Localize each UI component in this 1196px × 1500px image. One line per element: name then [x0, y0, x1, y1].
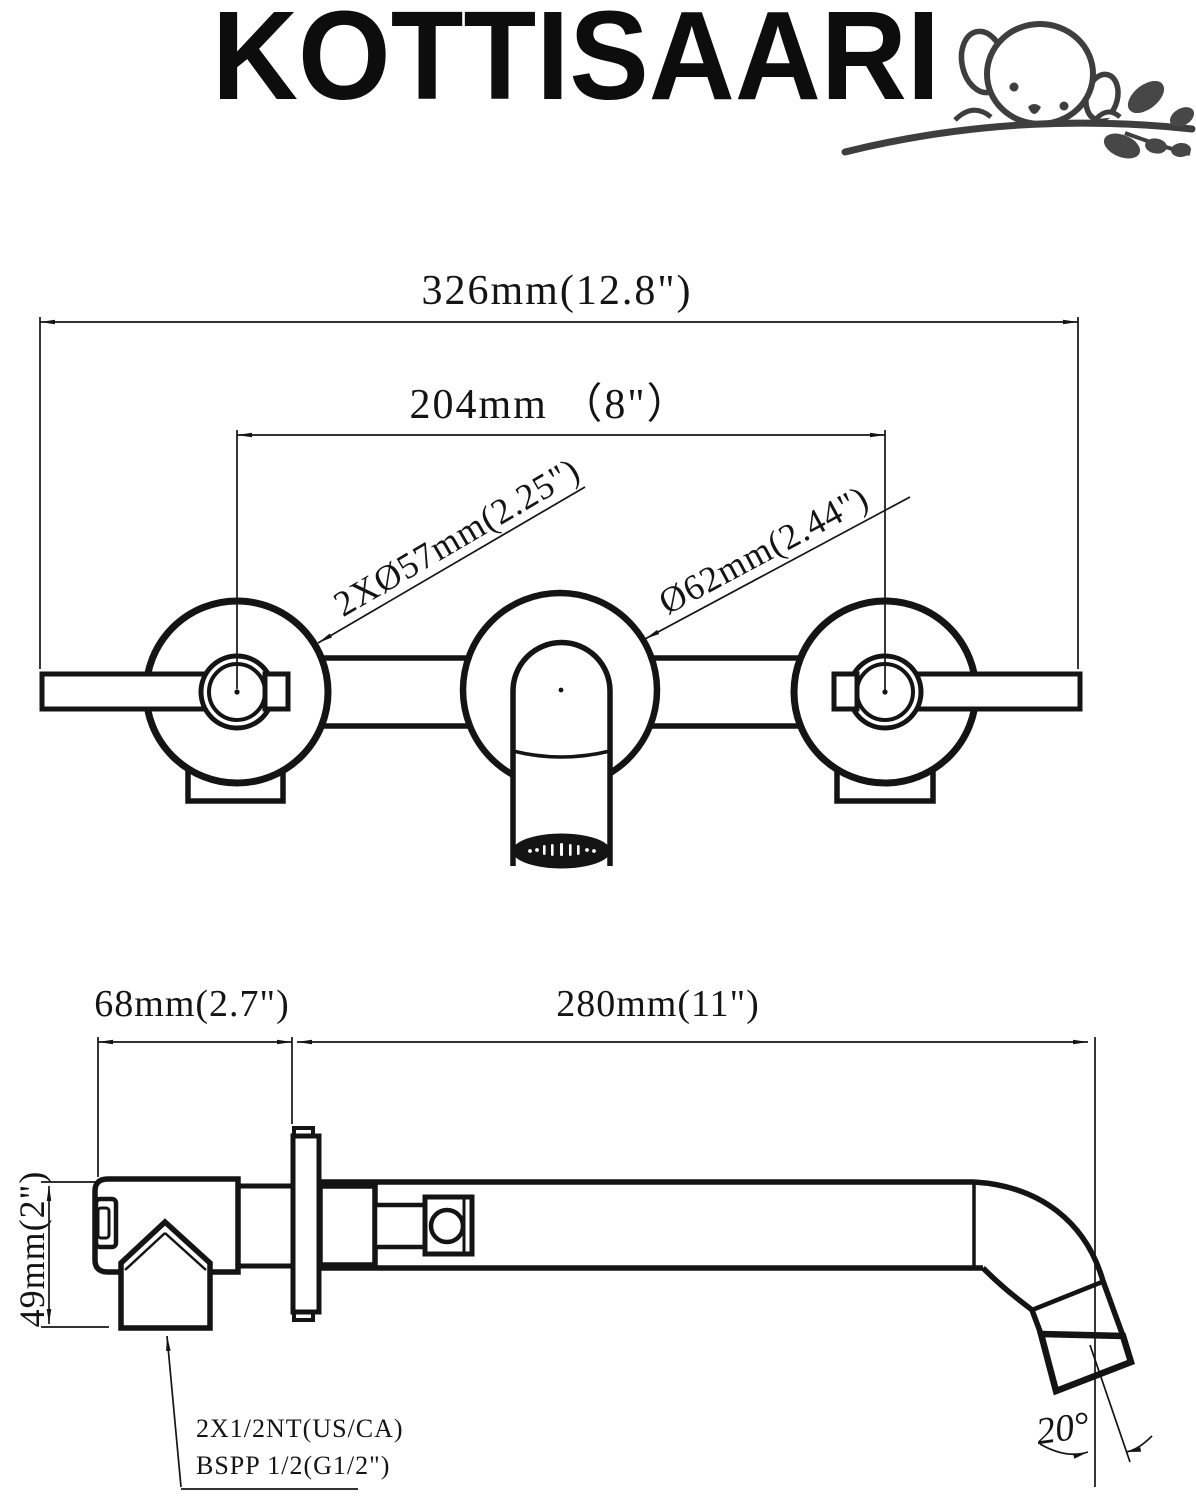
set-screw	[428, 1207, 466, 1245]
valve-body	[92, 1126, 475, 1331]
stem-neck	[372, 1202, 428, 1250]
dim-handle-spacing: 204mm （8"）	[236, 382, 886, 690]
koala-paw	[953, 107, 993, 122]
spout-tip	[1036, 1330, 1135, 1396]
stem-block	[317, 1183, 378, 1268]
dim-spout-reach: 280mm(11")	[297, 983, 1096, 1487]
koala-on-branch-icon	[841, 21, 1196, 159]
dim-handle-spacing-label: 204mm （8"）	[410, 382, 691, 428]
koala-nose	[1028, 104, 1041, 114]
left-handle	[39, 597, 332, 804]
dim-body-depth: 68mm(2.7")	[94, 983, 293, 1177]
right-lever	[912, 671, 1083, 712]
right-handle	[790, 597, 1083, 804]
inlet-fitting	[118, 1218, 213, 1331]
aerator-holes	[528, 843, 596, 856]
dim-overall-width-label: 326mm(12.8")	[422, 268, 693, 314]
dim-overall-width: 326mm(12.8")	[39, 268, 1079, 669]
spout-body	[510, 639, 613, 866]
dim-spout-angle: 20°	[1033, 1344, 1153, 1463]
brand-logo-text: KOTTISAARI	[212, 0, 940, 126]
thread-note: 2X1/2NT(US/CA) BSPP 1/2(G1/2")	[166, 1335, 404, 1490]
body-connector	[235, 1183, 296, 1269]
koala-paw	[1094, 109, 1122, 121]
koala-eye	[1059, 101, 1069, 111]
dim-spout-reach-label: 280mm(11")	[556, 983, 760, 1025]
spout-front	[459, 589, 661, 869]
dim-body-depth-label: 68mm(2.7")	[94, 983, 289, 1025]
front-view: 326mm(12.8") 204mm （8"） 2XØ57mm(2.25") Ø…	[39, 268, 1083, 869]
koala-eye	[1009, 82, 1019, 92]
brand-header: KOTTISAARI	[212, 0, 1196, 159]
thread-note-line1: 2X1/2NT(US/CA)	[196, 1414, 404, 1443]
branch	[841, 119, 1196, 156]
dim-spout-escutcheon-label: Ø62mm(2.44")	[652, 478, 875, 623]
thread-note-line2: BSPP 1/2(G1/2")	[196, 1451, 390, 1480]
spout-bend-inner	[981, 1266, 1044, 1335]
koala-head	[984, 21, 1096, 127]
side-view: 68mm(2.7") 280mm(11") 49mm(2") 20°	[12, 983, 1153, 1490]
spout-bend-outer	[973, 1179, 1126, 1337]
dim-body-height: 49mm(2")	[12, 1171, 109, 1328]
angle-leg	[1089, 1344, 1131, 1463]
left-lever	[39, 671, 210, 712]
wall-flange	[290, 1133, 322, 1315]
spout-tube	[320, 1179, 1135, 1396]
dim-body-height-label: 49mm(2")	[12, 1171, 52, 1328]
leaves	[1103, 80, 1195, 159]
